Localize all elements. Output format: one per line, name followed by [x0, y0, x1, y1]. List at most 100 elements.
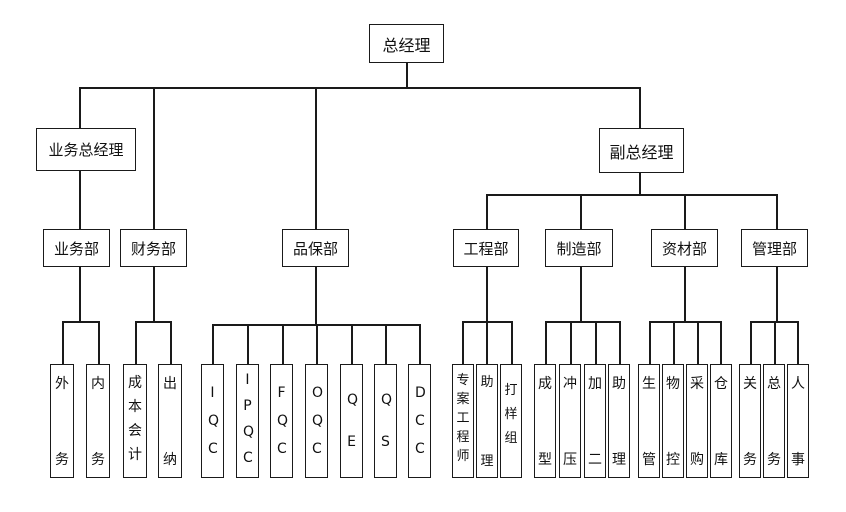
unit-box: 总 务 — [763, 364, 785, 478]
unit-label: 打样组 — [504, 383, 518, 446]
connector — [419, 324, 421, 364]
deputy-gm-label: 副总经理 — [609, 142, 674, 162]
unit-label: IPQC — [243, 372, 255, 466]
connector — [797, 321, 799, 364]
unit-label: 务 — [91, 452, 105, 468]
general-manager-label: 总经理 — [382, 35, 431, 55]
unit-box: 打样组 — [500, 364, 522, 478]
connector — [315, 266, 317, 324]
unit-label: 内 — [91, 376, 105, 392]
connector — [79, 87, 81, 128]
dept-engineering-label: 工程部 — [463, 239, 509, 258]
connector — [774, 321, 776, 364]
connector — [79, 266, 81, 321]
connector — [673, 321, 675, 364]
connector — [282, 324, 284, 364]
unit-label: 外 — [55, 376, 69, 392]
unit-box: 生 管 — [638, 364, 660, 478]
unit-label: 物 — [666, 376, 680, 392]
unit-box: 专案工程师 — [452, 364, 474, 478]
connector — [486, 321, 488, 364]
connector — [98, 321, 100, 364]
unit-label: 务 — [743, 452, 757, 468]
unit-label: 务 — [55, 452, 69, 468]
connector — [316, 324, 318, 364]
connector — [720, 321, 722, 364]
connector — [776, 266, 778, 321]
unit-box: FQC — [270, 364, 293, 478]
dept-finance-box: 财务部 — [120, 229, 187, 267]
unit-box: 成 型 — [534, 364, 556, 478]
unit-label: 理 — [480, 454, 494, 469]
unit-label: QE — [347, 392, 359, 450]
connector — [619, 321, 621, 364]
unit-box: 冲 压 — [559, 364, 581, 478]
unit-label: 人 — [791, 376, 805, 392]
connector — [545, 321, 547, 364]
unit-box: OQC — [305, 364, 328, 478]
unit-box: 物 控 — [662, 364, 684, 478]
unit-label: FQC — [277, 385, 289, 457]
dept-manufacturing-box: 制造部 — [545, 229, 613, 267]
connector — [79, 87, 639, 89]
connector — [351, 324, 353, 364]
connector — [79, 170, 81, 229]
dept-manufacturing-label: 制造部 — [556, 239, 602, 258]
unit-box: 人 事 — [787, 364, 809, 478]
dept-quality-label: 品保部 — [292, 239, 338, 258]
connector — [639, 172, 641, 194]
unit-box: 加 二 — [584, 364, 606, 478]
connector — [684, 194, 686, 229]
connector — [511, 321, 513, 364]
connector — [580, 266, 582, 321]
unit-label: 加 — [588, 376, 602, 392]
dept-finance-label: 财务部 — [130, 239, 176, 258]
connector — [135, 321, 137, 364]
connector — [385, 324, 387, 364]
unit-box: QE — [340, 364, 363, 478]
connector — [315, 87, 317, 229]
unit-box: 出 纳 — [158, 364, 182, 478]
connector — [486, 194, 488, 229]
dept-quality-box: 品保部 — [282, 229, 349, 267]
dept-sales-label: 业务部 — [53, 239, 99, 258]
unit-box: 采 购 — [686, 364, 708, 478]
connector — [639, 87, 641, 128]
unit-label: 成 — [538, 376, 552, 392]
unit-label: 理 — [612, 452, 626, 468]
unit-label: QS — [381, 392, 393, 450]
connector — [62, 321, 64, 364]
general-manager-box: 总经理 — [369, 24, 444, 63]
connector — [486, 194, 776, 196]
unit-label: 出 — [163, 376, 177, 392]
unit-label: 事 — [791, 452, 805, 468]
unit-label: 专案工程师 — [456, 373, 470, 464]
connector — [486, 266, 488, 321]
connector — [212, 324, 214, 364]
connector — [649, 321, 651, 364]
unit-label: 控 — [666, 452, 680, 468]
unit-label: 库 — [714, 452, 728, 468]
unit-label: 成本会计 — [128, 375, 142, 463]
unit-label: 助 — [480, 375, 494, 390]
unit-label: OQC — [312, 385, 324, 457]
connector — [153, 266, 155, 321]
unit-box: 成本会计 — [123, 364, 147, 478]
unit-label: 二 — [588, 452, 602, 468]
unit-label: 总 — [767, 376, 781, 392]
unit-label: 冲 — [563, 376, 577, 392]
unit-label: DCC — [415, 385, 426, 457]
unit-label: 购 — [690, 452, 704, 468]
unit-label: IQC — [208, 385, 220, 457]
dept-management-box: 管理部 — [741, 229, 808, 267]
unit-box: IPQC — [236, 364, 259, 478]
connector — [153, 87, 155, 229]
unit-box: IQC — [201, 364, 224, 478]
unit-label: 仓 — [714, 376, 728, 392]
unit-box: 内 务 — [86, 364, 110, 478]
connector — [697, 321, 699, 364]
unit-box: QS — [374, 364, 397, 478]
connector — [247, 324, 249, 364]
dept-materials-label: 资材部 — [661, 239, 707, 258]
unit-label: 务 — [767, 452, 781, 468]
